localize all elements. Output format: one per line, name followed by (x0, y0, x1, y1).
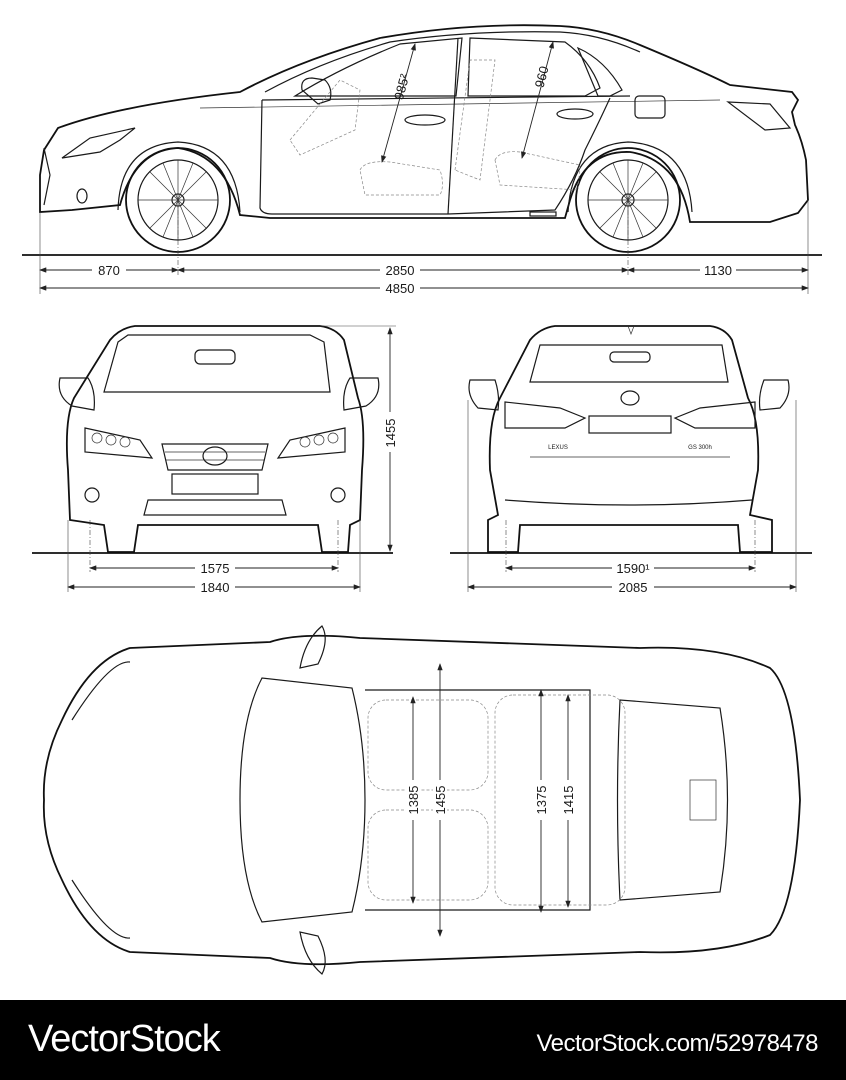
body-width-label: 1840 (201, 580, 230, 595)
side-body-outline (39, 24, 809, 223)
shoulder-line (199, 99, 721, 109)
front-door-handle (404, 114, 446, 126)
front-view: 1455 1575 1840 (32, 325, 398, 595)
taillight (726, 101, 792, 131)
right-fog-light (330, 487, 346, 503)
lexus-emblem (202, 446, 228, 466)
rear-right-mirror (758, 379, 790, 411)
front-door (259, 99, 448, 215)
rear-headroom-dim (521, 41, 554, 159)
rear-overhang-label: 1130 (704, 263, 732, 278)
rear-headroom-label: 960 (532, 64, 552, 89)
fog-light (76, 188, 88, 204)
front-window (292, 37, 463, 97)
rear-shoulder-width-label: 1375 (534, 786, 549, 815)
top-body-outline (42, 634, 801, 966)
left-mirror (58, 377, 95, 411)
front-seat-cushion (359, 161, 443, 196)
footer-brand: VectorStock (28, 1018, 221, 1060)
watermark-footer: VectorStock VectorStock.com/52978478 (0, 1000, 846, 1080)
fuel-door (634, 95, 666, 119)
windshield-top (239, 677, 366, 923)
rear-badge-right: GS 300h (688, 445, 712, 451)
front-track-label: 1575 (201, 561, 230, 576)
rear-seat-back (454, 59, 496, 181)
front-elbow-width-label: 1455 (433, 786, 448, 815)
top-left-mirror (299, 625, 326, 669)
wheelbase-label: 2850 (386, 263, 415, 278)
footer-url: VectorStock.com/52978478 (536, 1030, 818, 1057)
front-left-seat (367, 699, 489, 791)
side-mirror (301, 77, 332, 105)
side-roofline (264, 31, 641, 93)
rear-diffuser (504, 499, 753, 506)
right-headlight-top (71, 879, 131, 939)
headlight (61, 127, 136, 159)
right-taillight (673, 401, 756, 429)
spindle-grille (161, 443, 269, 471)
left-taillight (504, 401, 587, 429)
rear-window (467, 37, 601, 97)
front-overhang-label: 870 (98, 263, 120, 278)
rear-seat-cushion (494, 151, 581, 191)
front-grille (43, 147, 51, 206)
rear-glass-top (616, 699, 729, 901)
left-headlight (84, 427, 154, 459)
front-headroom-label: 985² (391, 72, 412, 102)
vehicle-blueprint: 985² 960 870 2850 1130 4850 (22, 24, 822, 975)
trunk-handle (689, 779, 717, 821)
front-wheel-arch (117, 141, 241, 213)
windshield (103, 334, 331, 393)
lower-grille (143, 499, 287, 516)
front-license-plate (171, 473, 259, 495)
rear-view: LEXUS GS 300h 1590¹ 2085 (450, 325, 812, 595)
rear-elbow-width-label: 1415 (561, 786, 576, 815)
quarter-window (576, 46, 623, 97)
rear-bench (494, 694, 626, 906)
rear-wheel-arch (567, 141, 693, 213)
side-view: 985² 960 870 2850 1130 4850 (22, 24, 822, 296)
beltline (261, 95, 631, 101)
width-with-mirrors-label: 2085 (619, 580, 648, 595)
top-right-mirror (299, 931, 326, 975)
front-right-seat (367, 809, 489, 901)
left-fog-light (84, 487, 100, 503)
rear-emblem (620, 390, 640, 406)
rear-track-label: 1590¹ (616, 561, 650, 576)
rear-left-mirror (468, 379, 500, 411)
brake-light (609, 351, 651, 363)
right-headlight (276, 427, 346, 459)
front-body-outline (65, 325, 365, 553)
front-headroom-dim (381, 43, 416, 163)
rear-window (529, 344, 729, 383)
left-headlight-top (71, 661, 131, 721)
right-mirror (343, 377, 380, 411)
front-shoulder-width-label: 1385 (406, 786, 421, 815)
overall-height-label: 1455 (383, 419, 398, 448)
rearview-mirror (194, 349, 236, 365)
top-view: 1385 1455 1375 1415 (42, 625, 801, 975)
antenna (627, 325, 635, 335)
rear-body-outline (487, 325, 773, 553)
rear-license-plate (588, 415, 672, 434)
rear-door (447, 97, 611, 215)
rear-badge-left: LEXUS (548, 445, 568, 451)
front-seat-back (289, 79, 361, 156)
overall-length-label: 4850 (386, 281, 415, 296)
b-pillar (447, 37, 459, 215)
rear-door-handle (556, 108, 594, 120)
roof-top (365, 689, 591, 911)
side-marker (529, 211, 557, 217)
